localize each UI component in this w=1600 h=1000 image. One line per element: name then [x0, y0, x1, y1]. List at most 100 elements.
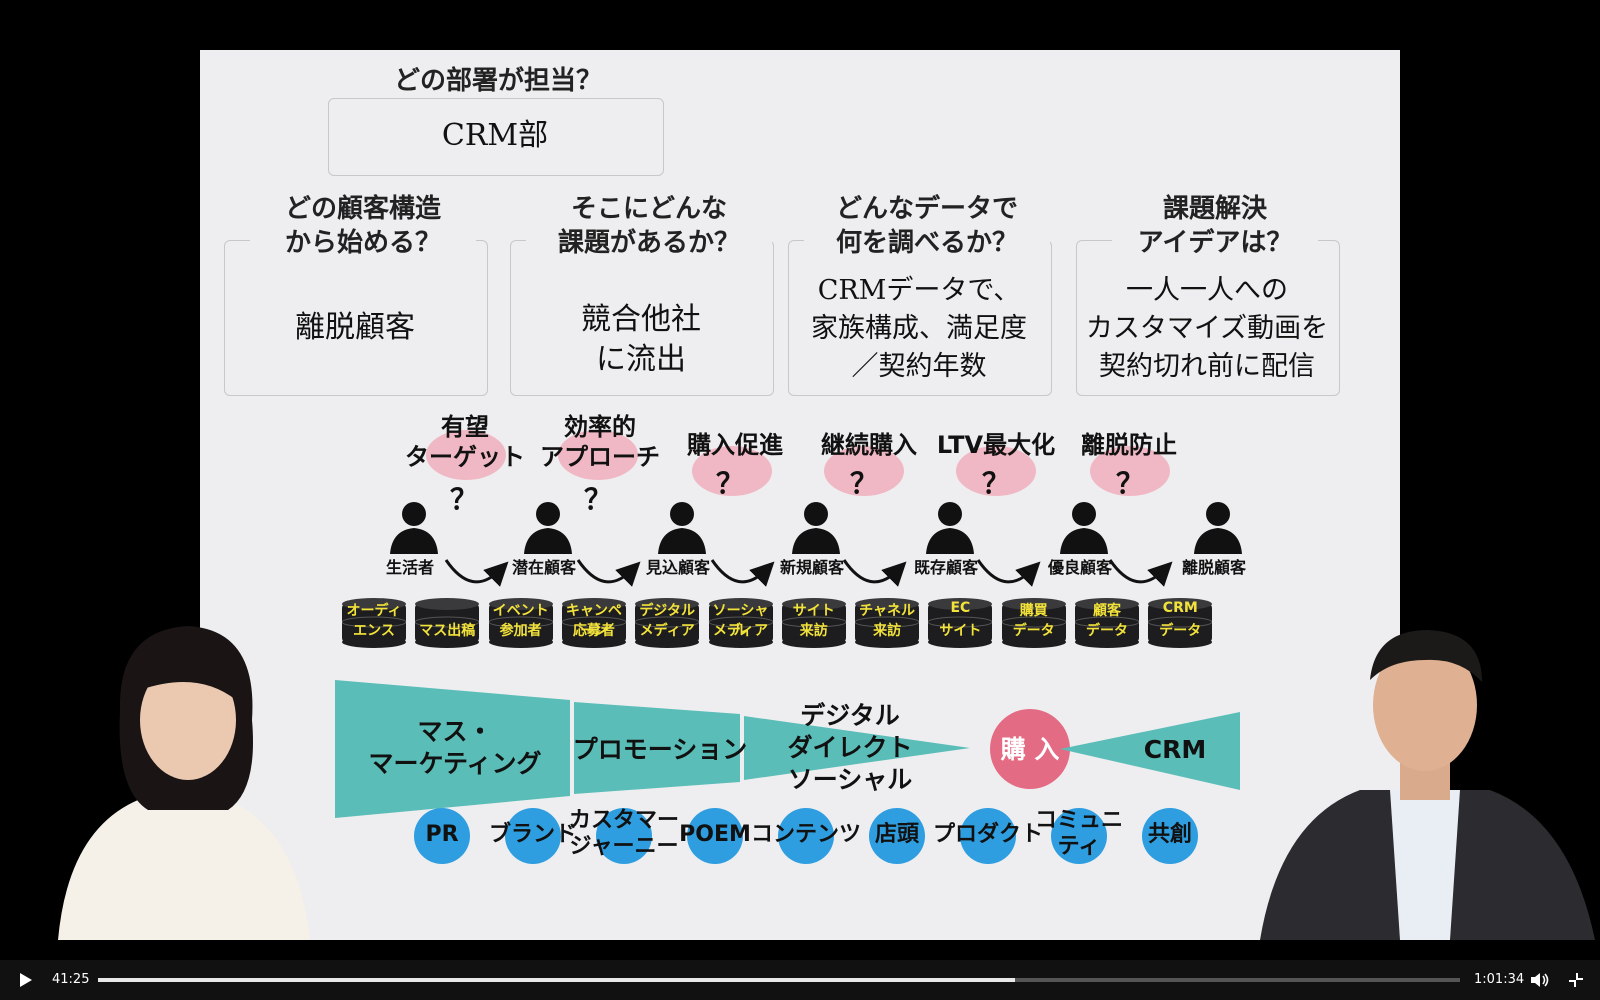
database-label: サイト — [939, 623, 982, 639]
funnel-crm-label: CRM — [1143, 735, 1207, 764]
column-question-3: どんなデータで何を調べるか？ — [804, 192, 1050, 260]
funnel-promotion-label: プロモーション — [572, 735, 748, 764]
person-icon — [390, 502, 438, 554]
person-icon — [792, 502, 840, 554]
stage-label-3: 購入促進 — [687, 431, 783, 459]
database-icon: キャンペーン応募者 — [561, 598, 627, 648]
column-answer-4: 一人一人へのカスタマイズ動画を契約切れ前に配信 — [1085, 275, 1329, 382]
stage-question-mark-6: ？ — [1116, 467, 1145, 500]
stage-question-mark-4: ？ — [850, 467, 879, 500]
dept-question: どの部署が担当？ — [350, 64, 646, 98]
database-label: 購買 — [1019, 603, 1048, 619]
person-icon — [1060, 502, 1108, 554]
database-icon: 顧客データ — [1074, 598, 1140, 648]
database-label: 顧客 — [1093, 603, 1121, 619]
touchpoint-label: PR — [425, 822, 459, 847]
column-answer-1: 離脱顧客 — [295, 310, 415, 345]
progress-track[interactable] — [98, 978, 1460, 982]
database-label: メディア — [712, 623, 769, 639]
database-icon: EC サイト — [927, 598, 993, 648]
person-label-2: 潜在顧客 — [512, 558, 577, 577]
progress-fill — [98, 978, 1015, 982]
touchpoint-circle — [687, 808, 743, 864]
database-icon: チャネル来訪 — [854, 598, 920, 648]
column-answer-2: 競合他社に流出 — [581, 302, 701, 377]
person-label-4: 新規顧客 — [780, 558, 845, 577]
database-label: マス出稿 — [419, 623, 476, 639]
stage-question-mark-2: ？ — [584, 483, 613, 516]
touchpoint-label: ブランド — [488, 822, 577, 847]
database-label: データ — [1086, 623, 1128, 639]
touchpoint-circle — [960, 808, 1016, 864]
person-label-7: 離脱顧客 — [1182, 558, 1247, 577]
presenter-male — [1260, 630, 1595, 940]
database-label: オーディ — [346, 603, 402, 619]
column-answer-3: CRMデータで、家族構成、満足度／契約年数 — [811, 275, 1027, 382]
database-label: ソーシャル — [712, 603, 769, 639]
person-icon — [524, 502, 572, 554]
touchpoint-label: コンテンツ — [750, 822, 861, 847]
database-label: 来訪 — [873, 623, 902, 639]
duration: 1:01:34 — [1474, 972, 1525, 987]
database-label: サイト — [792, 603, 835, 619]
database-label: イベント — [492, 603, 549, 619]
stage-label-1: 有望ターゲット — [405, 413, 525, 471]
column-question-4: 課題解決アイデアは？ — [1112, 192, 1318, 260]
touchpoint-circle — [596, 808, 652, 864]
database-icon: マス出稿 — [414, 598, 480, 648]
stage-question-mark-1: ？ — [450, 483, 479, 516]
video-control-bar: 41:25 1:01:34 — [0, 960, 1600, 1000]
stage-bubble-6 — [1090, 446, 1170, 496]
touchpoint-label: 店頭 — [874, 822, 919, 847]
purchase-label: 購 入 — [1000, 735, 1060, 764]
touchpoint-circle — [1142, 808, 1198, 864]
slide: どの部署が担当？ CRM部 どの顧客構造から始める？ 離脱顧客 そこにどんな課題… — [200, 50, 1400, 940]
stage-label-2: 効率的アプローチ — [540, 413, 660, 471]
stage-bubble-3 — [692, 446, 772, 496]
touchpoint-label: コミュニティ — [1034, 808, 1123, 859]
dept-answer-box — [328, 98, 664, 176]
person-icon — [1194, 502, 1242, 554]
person-label-5: 既存顧客 — [914, 558, 979, 577]
person-label-1: 生活者 — [386, 558, 435, 577]
database-icon: CRM データ — [1147, 598, 1213, 648]
database-label: エンス — [353, 623, 395, 639]
stage-bubble-4 — [824, 446, 904, 496]
touchpoint-label: プロダクト — [932, 822, 1043, 847]
database-label: データ — [1159, 623, 1202, 639]
column-question-2: そこにどんな課題があるか？ — [526, 192, 772, 260]
touchpoint-label: POEM — [679, 822, 751, 847]
database-icon: デジタルメディア — [634, 598, 700, 648]
play-icon[interactable] — [18, 972, 34, 988]
person-icon — [926, 502, 974, 554]
database-icon: 購買データ — [1001, 598, 1067, 648]
dept-answer: CRM部 — [441, 118, 549, 153]
exit-fullscreen-icon[interactable] — [1568, 972, 1584, 988]
person-label-6: 優良顧客 — [1048, 558, 1113, 577]
database-label: CRM — [1162, 600, 1198, 616]
database-label: 参加者 — [499, 623, 542, 639]
current-time: 41:25 — [52, 972, 90, 987]
volume-icon[interactable] — [1530, 971, 1550, 989]
flow-arrows — [444, 559, 1173, 587]
touchpoint-circle — [505, 808, 561, 864]
touchpoint-circle — [1051, 808, 1107, 864]
database-label: デジタル — [639, 603, 696, 619]
stage-bubble-1 — [426, 430, 506, 480]
column-question-1: どの顧客構造から始める？ — [250, 192, 476, 260]
database-label: EC — [950, 600, 971, 616]
funnel-digital-label: デジタルダイレクトソーシャル — [787, 701, 913, 794]
touchpoint-circle — [778, 808, 834, 864]
database-label: データ — [1012, 623, 1055, 639]
funnel-mass-label: マス・マーケティング — [368, 717, 542, 778]
stage-label-4: 継続購入 — [821, 431, 917, 459]
database-icon: サイト来訪 — [781, 598, 847, 648]
database-label: 来訪 — [799, 623, 828, 639]
touchpoint-label: 共創 — [1147, 822, 1192, 847]
person-label-3: 見込顧客 — [646, 558, 711, 577]
stage-label-5: LTV最大化 — [936, 431, 1056, 459]
database-label: キャンペーン — [565, 603, 622, 639]
touchpoint-circle — [414, 808, 470, 864]
database-label: メディア — [639, 623, 695, 639]
stage-bubble-2 — [558, 430, 638, 480]
